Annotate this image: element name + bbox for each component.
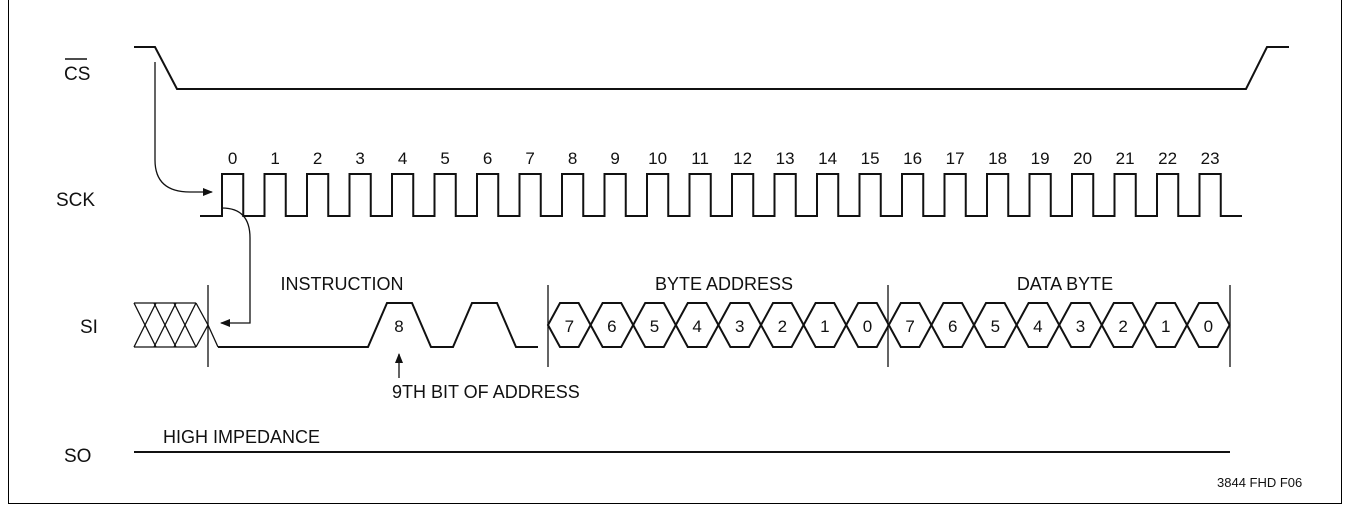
data-bit-label-6: 6 — [948, 317, 957, 336]
clock-number-2: 2 — [313, 149, 322, 168]
instruction-label: INSTRUCTION — [281, 274, 404, 294]
clock-number-4: 4 — [398, 149, 407, 168]
byte-address-label: BYTE ADDRESS — [655, 274, 793, 294]
address-bit-label-3: 3 — [735, 317, 744, 336]
clock-number-10: 10 — [648, 149, 667, 168]
high-impedance-label: HIGH IMPEDANCE — [163, 427, 320, 447]
clock-number-1: 1 — [270, 149, 279, 168]
sck-signal-label: SCK — [56, 190, 95, 211]
data-bit-label-0: 0 — [1204, 317, 1213, 336]
si-instruction-waveform — [218, 302, 538, 348]
clock-number-6: 6 — [483, 149, 492, 168]
si-dont-care-region — [133, 302, 219, 348]
cs-signal-label: CS — [64, 64, 90, 85]
ninth-bit-value: 8 — [394, 317, 403, 336]
clock-number-0: 0 — [228, 149, 237, 168]
data-bit-label-1: 1 — [1161, 317, 1170, 336]
si-bit-cells: 7 6 5 4 3 2 1 0 7 6 5 4 3 2 1 0 — [546, 302, 1231, 348]
cs-to-sck-arrow — [154, 62, 213, 196]
clock-number-14: 14 — [818, 149, 837, 168]
clock-number-13: 13 — [776, 149, 795, 168]
cs-waveform — [134, 46, 1289, 90]
address-bit-label-5: 5 — [650, 317, 659, 336]
clock-number-17: 17 — [946, 149, 965, 168]
diagram-frame — [8, 0, 1342, 504]
data-bit-label-7: 7 — [905, 317, 914, 336]
clock-number-9: 9 — [610, 149, 619, 168]
clock-number-15: 15 — [861, 149, 880, 168]
data-bit-label-4: 4 — [1033, 317, 1042, 336]
clock-number-8: 8 — [568, 149, 577, 168]
sck-to-si-arrow — [220, 207, 251, 327]
clock-number-12: 12 — [733, 149, 752, 168]
clock-number-20: 20 — [1073, 149, 1092, 168]
address-bit-label-6: 6 — [607, 317, 616, 336]
so-signal-label: SO — [64, 446, 91, 467]
data-bit-label-3: 3 — [1076, 317, 1085, 336]
clock-number-11: 11 — [691, 149, 709, 168]
address-bit-label-0: 0 — [863, 317, 872, 336]
clock-number-3: 3 — [355, 149, 364, 168]
data-bit-label-5: 5 — [991, 317, 1000, 336]
address-bit-label-1: 1 — [820, 317, 829, 336]
address-bit-label-7: 7 — [565, 317, 574, 336]
data-bit-label-2: 2 — [1118, 317, 1127, 336]
ninth-bit-annotation: 9TH BIT OF ADDRESS — [392, 382, 580, 402]
clock-number-18: 18 — [988, 149, 1007, 168]
clock-number-5: 5 — [440, 149, 449, 168]
clock-number-22: 22 — [1158, 149, 1177, 168]
figure-id: 3844 FHD F06 — [1217, 475, 1302, 490]
address-bit-label-2: 2 — [778, 317, 787, 336]
clock-number-23: 23 — [1201, 149, 1220, 168]
si-signal-label: SI — [80, 317, 98, 338]
clock-number-16: 16 — [903, 149, 922, 168]
clock-number-19: 19 — [1031, 149, 1050, 168]
address-bit-label-4: 4 — [692, 317, 701, 336]
clock-number-21: 21 — [1116, 149, 1135, 168]
clock-number-7: 7 — [525, 149, 534, 168]
data-byte-label: DATA BYTE — [1017, 274, 1113, 294]
sck-waveform — [200, 173, 1242, 217]
